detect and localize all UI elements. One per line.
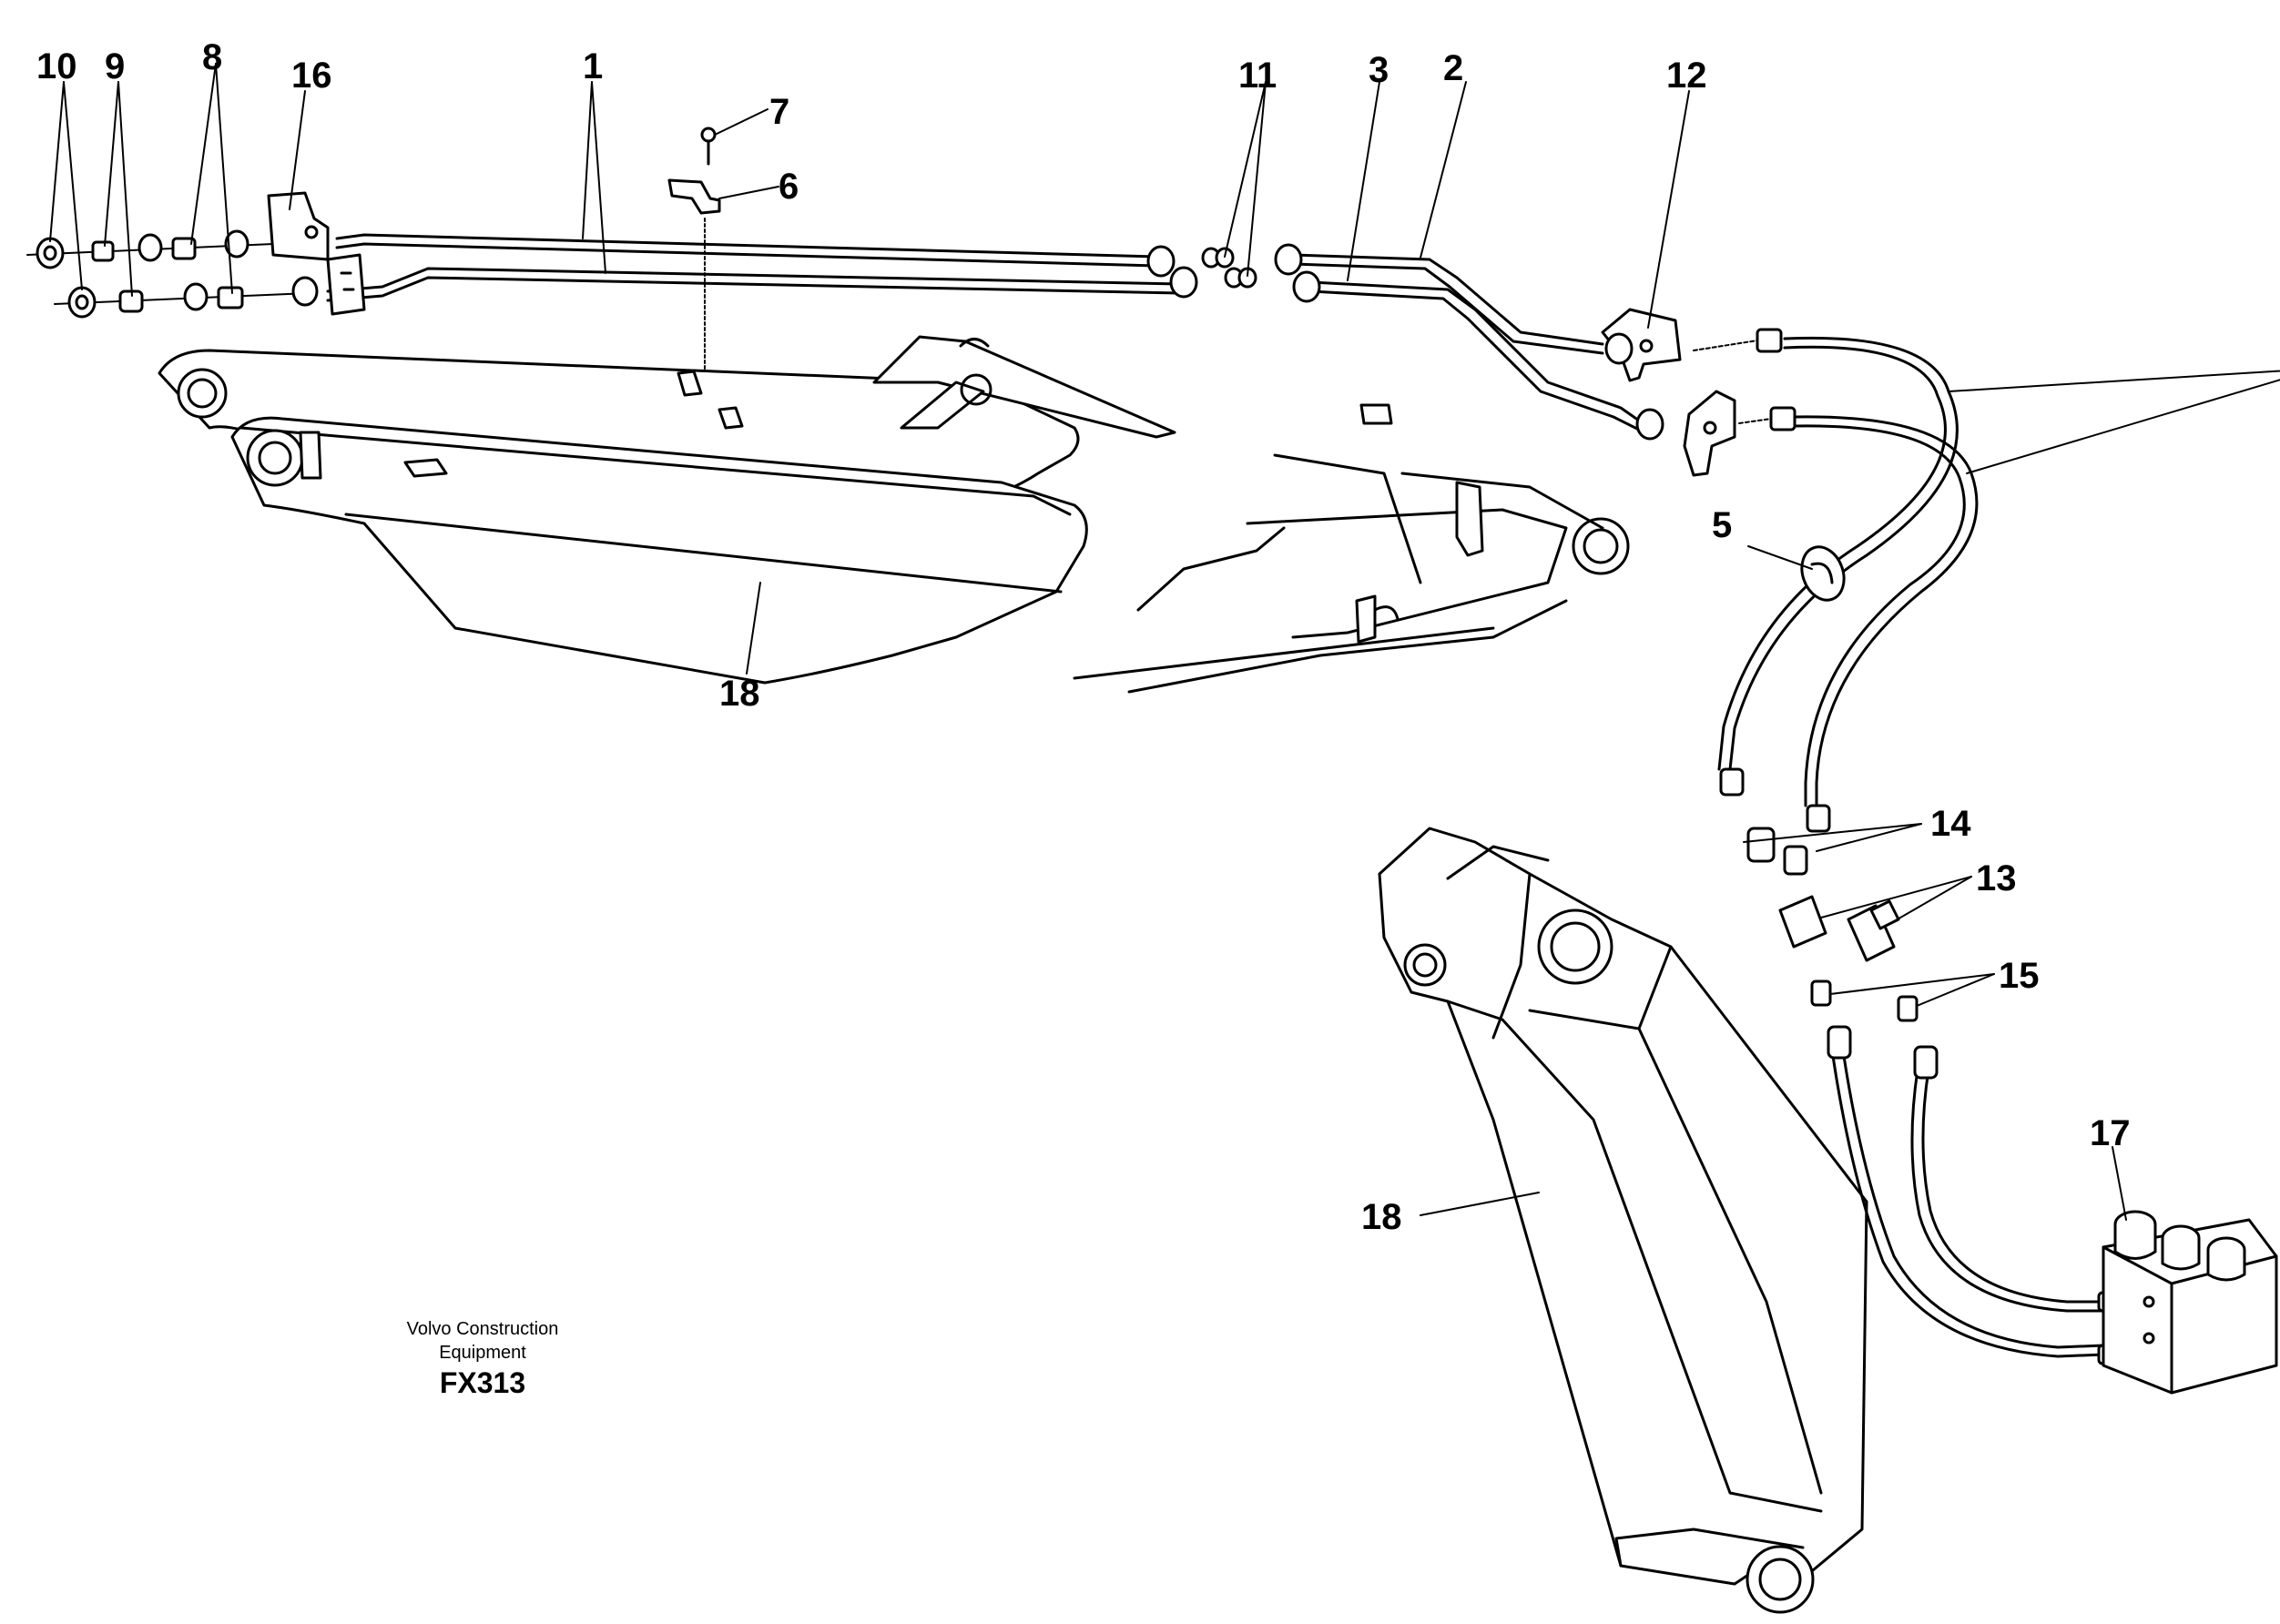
- callout-18-lower: 18: [1361, 1197, 1402, 1237]
- leader-lines: [49, 63, 2280, 1221]
- callout-6: 6: [779, 167, 799, 207]
- drawing-code: FX313: [440, 1366, 525, 1399]
- callout-12: 12: [1666, 56, 1707, 96]
- callout-18-upper: 18: [719, 674, 760, 714]
- hoses: [1717, 336, 2105, 1358]
- callout-10: 10: [36, 46, 77, 86]
- callout-13: 13: [1976, 858, 2017, 898]
- callout-9: 9: [105, 46, 125, 86]
- callout-7: 7: [769, 92, 789, 132]
- callout-3: 3: [1369, 50, 1389, 90]
- valve-block: [2102, 1210, 2278, 1395]
- callouts: 10 9 8 16 1 7 6 11 3 2 12 4 5 18 14 13 1…: [36, 37, 2131, 1237]
- callout-15: 15: [1999, 956, 2040, 996]
- callout-1: 1: [583, 46, 603, 86]
- callout-5: 5: [1712, 505, 1732, 545]
- boom-upper: [158, 335, 1630, 694]
- arm-lower: [1378, 827, 1868, 1614]
- callout-17: 17: [2090, 1113, 2131, 1153]
- callout-11: 11: [1238, 56, 1277, 96]
- callout-8: 8: [202, 37, 222, 77]
- company-name-line1: Volvo Construction: [407, 1319, 559, 1339]
- callout-14: 14: [1930, 804, 1971, 844]
- callout-2: 2: [1443, 48, 1463, 88]
- drawing-credit: Volvo Construction Equipment FX313: [407, 1319, 559, 1399]
- company-name-line2: Equipment: [439, 1343, 526, 1363]
- callout-16: 16: [291, 56, 332, 96]
